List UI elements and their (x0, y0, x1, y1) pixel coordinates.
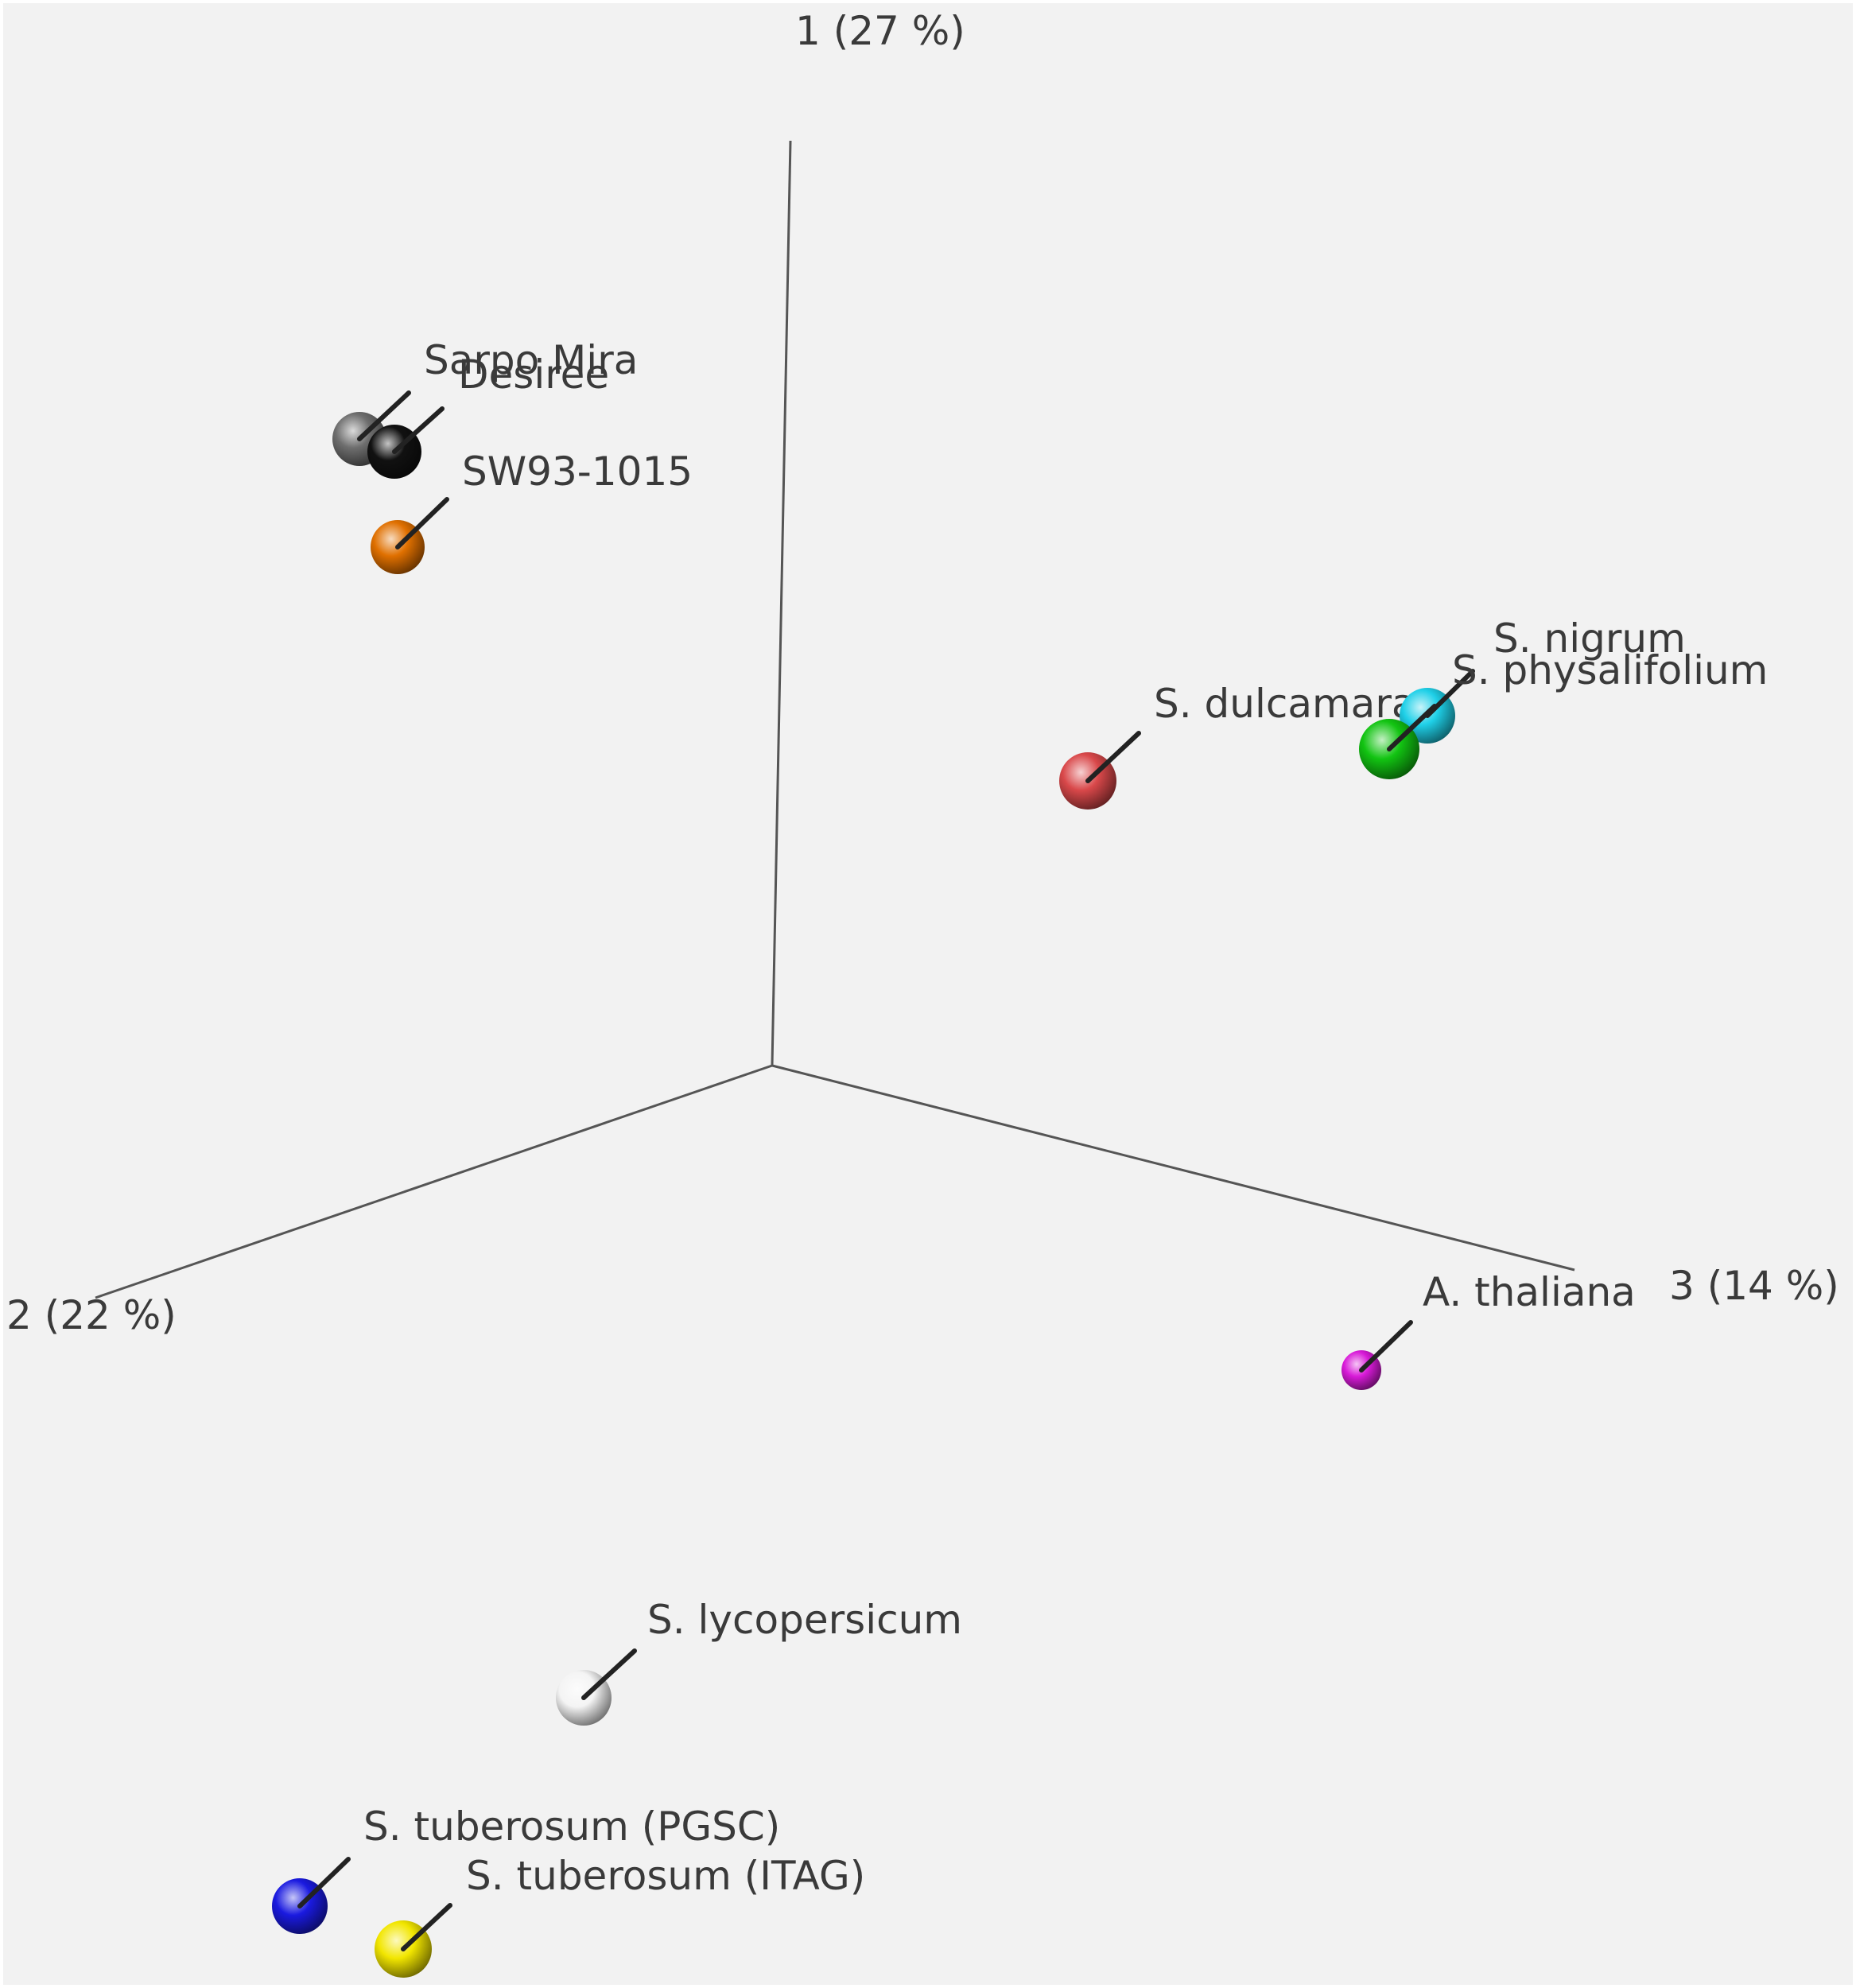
axis-2-line (95, 1064, 773, 1299)
point-label: S. nigrum (1493, 615, 1686, 662)
point-label: A. thaliana (1423, 1269, 1636, 1315)
axis-1-line (771, 140, 792, 1066)
point-label: S. lycopersicum (647, 1597, 962, 1643)
point-leader-line (401, 1903, 452, 1951)
data-point[interactable]: Desiree (367, 351, 609, 479)
data-point[interactable]: S. nigrum (1400, 615, 1686, 744)
point-leader-line (297, 1857, 351, 1908)
data-point[interactable]: SW93-1015 (371, 448, 693, 574)
point-leader-line (581, 1648, 637, 1700)
point-label: S. tuberosum (PGSC) (363, 1804, 780, 1850)
point-leader-line (1387, 704, 1437, 751)
axis-2-label: 2 (22 %) (6, 1292, 177, 1338)
point-label: Desiree (458, 351, 609, 398)
axis-1-label: 1 (27 %) (795, 8, 965, 54)
point-leader-line (1085, 731, 1141, 783)
point-leader-line (392, 406, 445, 454)
pca-3d-scatter[interactable]: 1 (27 %) 2 (22 %) 3 (14 %) Sarpo MiraDes… (3, 3, 1853, 1985)
data-point[interactable]: S. tuberosum (ITAG) (375, 1853, 865, 1978)
axis-3-label: 3 (14 %) (1669, 1263, 1839, 1309)
axis-3-line (771, 1064, 1575, 1272)
point-leader-line (357, 390, 411, 441)
point-label: SW93-1015 (462, 448, 693, 495)
point-leader-line (395, 497, 449, 549)
data-point[interactable]: Sarpo Mira (332, 337, 638, 466)
point-leader-line (1359, 1320, 1413, 1373)
data-point[interactable]: A. thaliana (1342, 1269, 1636, 1390)
point-label: S. tuberosum (ITAG) (466, 1853, 865, 1899)
data-point[interactable]: S. lycopersicum (556, 1597, 962, 1726)
point-label: S. dulcamara (1154, 681, 1416, 727)
data-point[interactable]: S. dulcamara (1059, 681, 1416, 810)
point-label: S. physalifolium (1452, 647, 1768, 693)
point-label: Sarpo Mira (424, 337, 638, 383)
data-point[interactable]: S. tuberosum (PGSC) (272, 1804, 780, 1934)
data-point[interactable]: S. physalifolium (1359, 647, 1768, 779)
